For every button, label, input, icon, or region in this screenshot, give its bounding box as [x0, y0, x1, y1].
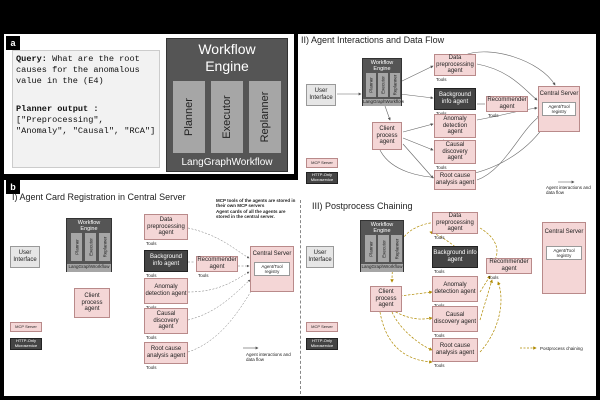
i-legend-http: HTTP-Only Microservice [10, 338, 42, 350]
i-central-server: Central Server Agent/Tool registry [250, 246, 294, 292]
i-tools-3: Tools [146, 305, 157, 310]
i-client-agent: Client process agent [74, 288, 110, 318]
engine-planner: Planner [173, 81, 205, 153]
ii-causal-agent: Causal discovery agent [434, 140, 476, 164]
panel-i-edges [187, 227, 256, 353]
i-rca-agent: Root cause analysis agent [144, 342, 188, 364]
ii-legend-http: HTTP-Only Microservice [306, 172, 338, 184]
i-legend-mcp: MCP Server [10, 322, 42, 332]
iii-tools-3: Tools [434, 303, 445, 308]
ii-recommender-agent: Recommender agent [486, 96, 528, 112]
i-recommender-agent: Recommender agent [196, 256, 238, 272]
query-text: Query: What are the root causes for the … [16, 54, 156, 87]
i-user-interface: User Interface [10, 246, 40, 268]
i-tools-6: Tools [198, 273, 209, 278]
ii-tools-2: Tools [436, 111, 447, 116]
iii-background-agent: Background info agent [432, 246, 478, 268]
ii-central-server: Central Server Agent/Tool registry [538, 86, 580, 132]
iii-legend-chain: Postprocess chaining [540, 346, 583, 351]
ii-background-agent: Background info agent [434, 88, 476, 110]
ii-client-agent: Client process agent [372, 122, 402, 150]
i-tools-4: Tools [146, 335, 157, 340]
i-tools-1: Tools [146, 241, 157, 246]
iii-rca-agent: Root cause analysis agent [432, 338, 478, 362]
ii-legend-flow: Agent interactions and data flow [546, 185, 591, 196]
ii-anomaly-agent: Anomaly detection agent [434, 114, 476, 138]
ii-data-pre-agent: Data preprocessing agent [434, 54, 476, 76]
iii-tools-1: Tools [434, 235, 445, 240]
ii-tools-1: Tools [436, 77, 447, 82]
planner-output-label: Planner output : [16, 104, 99, 114]
i-notes: MCP tools of the agents are stored in th… [216, 198, 296, 220]
iii-legend-http: HTTP-Only Microservice [306, 338, 338, 350]
iii-data-pre-agent: Data preprocessing agent [432, 212, 478, 234]
engine-replanner: Replanner [249, 81, 281, 153]
iii-recommender-agent: Recommender agent [486, 258, 532, 274]
i-background-agent: Background info agent [144, 250, 188, 272]
panel-iii-title: III) Postprocess Chaining [312, 201, 413, 211]
panel-label-a: a [6, 36, 20, 50]
i-anomaly-agent: Anomaly detection agent [144, 278, 188, 304]
i-tools-2: Tools [146, 273, 157, 278]
i-legend-flow: Agent interactions and data flow [246, 352, 291, 363]
query-body: What are the root causes for the anomalo… [16, 54, 140, 86]
panel-label-b: b [6, 180, 20, 194]
engine-langgraph: LangGraphWorkflow [181, 157, 273, 168]
iii-tools-6: Tools [488, 275, 499, 280]
i-data-pre-agent: Data preprocessing agent [144, 214, 188, 240]
panel-ii-title: II) Agent Interactions and Data Flow [301, 35, 445, 45]
planner-output: Planner output : ["Preprocessing", "Anom… [16, 104, 156, 137]
ii-legend-mcp: MCP Server [306, 158, 338, 168]
ii-tools-4: Tools [436, 165, 447, 170]
ii-tools-5: Tools [488, 113, 499, 118]
panel-divider [300, 200, 301, 394]
ii-user-interface: User Interface [306, 84, 336, 106]
panel-i-title: I) Agent Card Registration in Central Se… [12, 192, 186, 202]
iii-legend-mcp: MCP Server [306, 322, 338, 332]
query-label: Query: [16, 54, 47, 64]
iii-central-server: Central Server Agent/Tool registry [542, 222, 586, 294]
ii-rca-agent: Root cause analysis agent [434, 170, 476, 190]
iii-anomaly-agent: Anomaly detection agent [432, 276, 478, 302]
i-tools-5: Tools [146, 365, 157, 370]
i-causal-agent: Causal discovery agent [144, 308, 188, 334]
engine-title: Workflow Engine [198, 41, 256, 74]
query-card [12, 50, 160, 168]
iii-tools-4: Tools [434, 333, 445, 338]
iii-user-interface: User Interface [306, 246, 334, 268]
planner-output-list: ["Preprocessing", "Anomaly", "Causal", "… [16, 115, 156, 136]
workflow-engine-large: Workflow Engine Planner Executor Replann… [166, 38, 288, 172]
iii-tools-2: Tools [434, 269, 445, 274]
iii-causal-agent: Causal discovery agent [432, 306, 478, 332]
iii-client-agent: Client process agent [370, 286, 402, 312]
engine-executor: Executor [211, 81, 243, 153]
iii-tools-5: Tools [434, 363, 445, 368]
